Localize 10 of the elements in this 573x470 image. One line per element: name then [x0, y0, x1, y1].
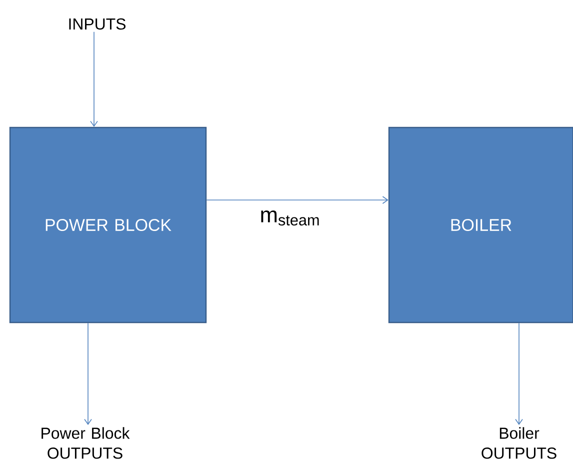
- edge-label: m$_{steam}$: [258, 209, 322, 227]
- process-box: POWER BLOCK: [9, 126, 207, 324]
- process-box: BOILER: [388, 126, 573, 324]
- text-label: Power Block OUTPUTS: [42, 427, 130, 459]
- arrow: [515, 322, 523, 425]
- text-label: INPUTS: [69, 18, 126, 30]
- text-label: Boiler OUTPUTS: [482, 427, 556, 459]
- arrow: [206, 196, 388, 204]
- arrow: [84, 322, 92, 425]
- arrow: [90, 31, 98, 127]
